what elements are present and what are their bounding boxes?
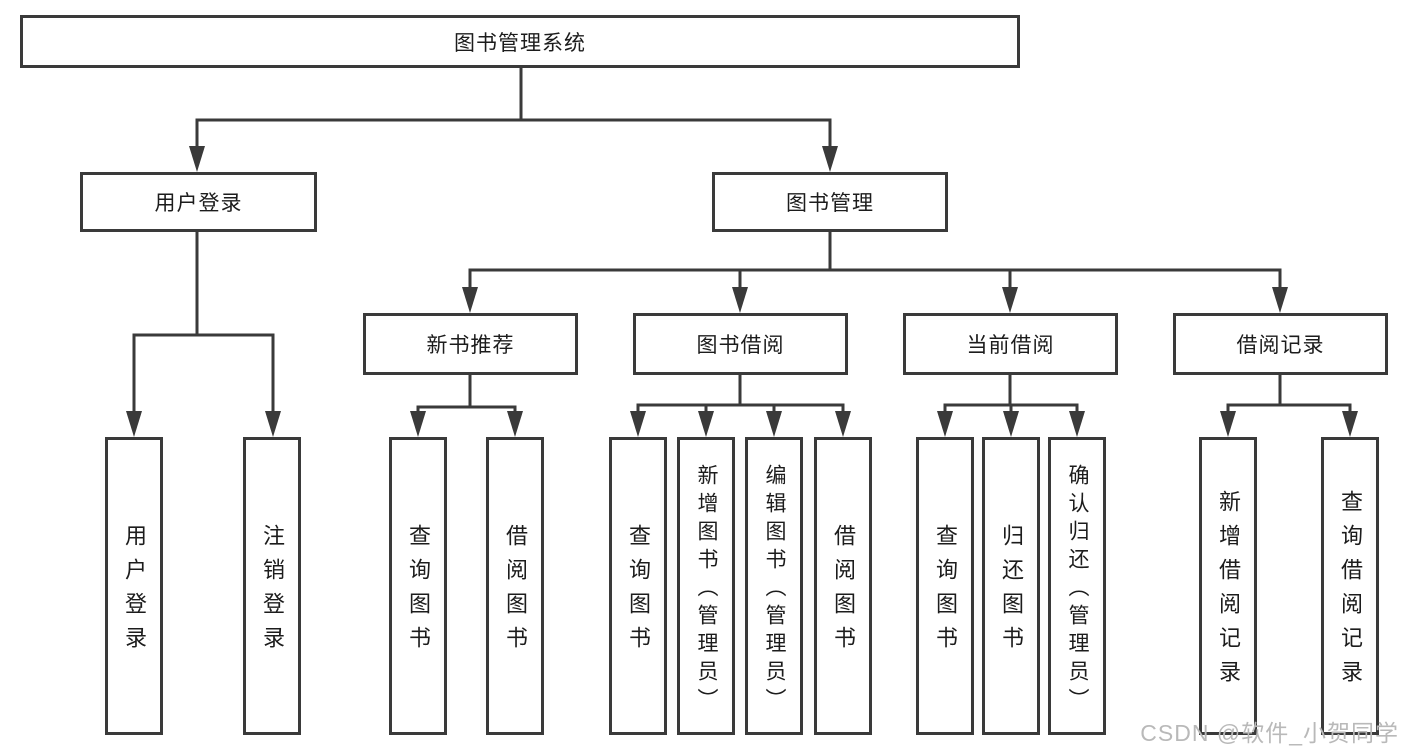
leaf-user-login: 用户登录	[105, 437, 163, 735]
leaf-query-books-borrow: 查询图书	[609, 437, 667, 735]
node-current-borrowing: 当前借阅	[903, 313, 1118, 375]
node-book-management: 图书管理	[712, 172, 948, 232]
node-new-book-recommendation: 新书推荐	[363, 313, 578, 375]
leaf-add-books-admin: 新增图书（管理员）	[677, 437, 735, 735]
csdn-watermark: CSDN @软件_小贺同学	[1140, 720, 1399, 746]
node-user-login: 用户登录	[80, 172, 317, 232]
leaf-confirm-return-admin: 确认归还（管理员）	[1048, 437, 1106, 735]
node-library-management-system: 图书管理系统	[20, 15, 1020, 68]
leaf-add-borrow-record: 新增借阅记录	[1199, 437, 1257, 735]
arrowheads	[126, 146, 1358, 437]
node-borrowing-records: 借阅记录	[1173, 313, 1388, 375]
leaf-edit-books-admin: 编辑图书（管理员）	[745, 437, 803, 735]
leaf-borrow-books: 借阅图书	[814, 437, 872, 735]
node-book-borrowing: 图书借阅	[633, 313, 848, 375]
leaf-logout: 注销登录	[243, 437, 301, 735]
leaf-query-books-current: 查询图书	[916, 437, 974, 735]
leaf-borrow-books-recommend: 借阅图书	[486, 437, 544, 735]
leaf-query-books-recommend: 查询图书	[389, 437, 447, 735]
leaf-return-books: 归还图书	[982, 437, 1040, 735]
leaf-query-borrow-record: 查询借阅记录	[1321, 437, 1379, 735]
